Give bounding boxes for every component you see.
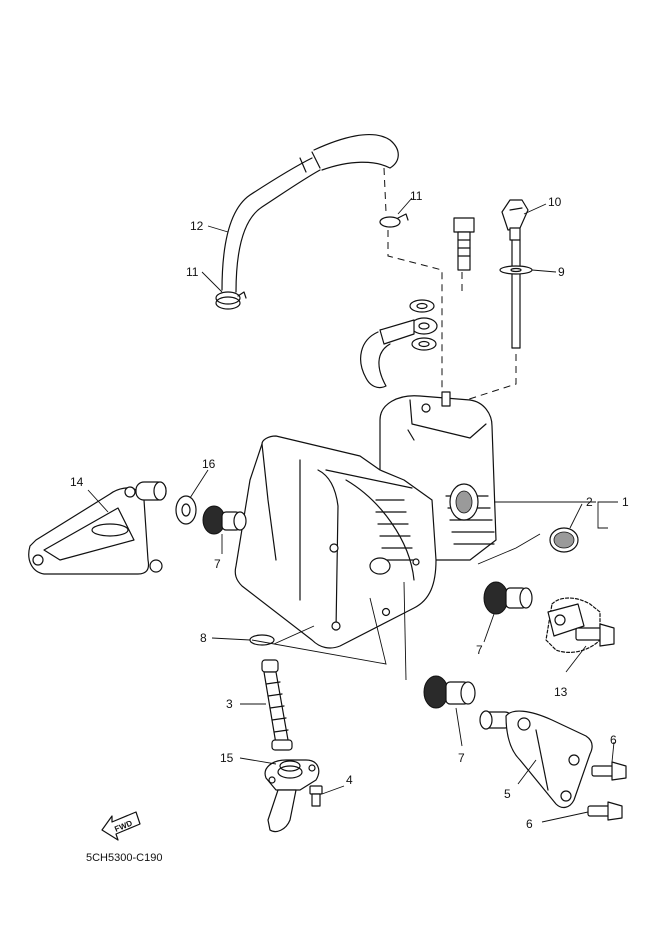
callout-7-right: 7	[476, 643, 483, 657]
rubber-mount-lower	[423, 675, 476, 709]
callout-6-upper: 6	[610, 733, 617, 747]
callout-13: 13	[554, 685, 568, 699]
oil-strainer	[261, 659, 293, 751]
callout-11-lower: 11	[186, 265, 199, 279]
bolt-lower	[587, 801, 623, 821]
callout-6-lower: 6	[526, 817, 533, 831]
fitting-bolt	[309, 785, 323, 807]
forward-arrow-icon: FWD	[101, 811, 141, 841]
callout-1: 1	[622, 495, 629, 509]
callout-4: 4	[346, 773, 353, 787]
callout-7-left: 7	[214, 557, 221, 571]
callout-7-lower: 7	[458, 751, 465, 765]
callouts: 12 11 11 10 9 1 2 14 16 7 7 7 13 8 3 15 …	[70, 189, 629, 831]
washer	[175, 495, 197, 525]
union-bolt	[453, 217, 475, 271]
callout-5: 5	[504, 787, 511, 801]
callout-9: 9	[558, 265, 565, 279]
callout-16: 16	[202, 457, 216, 471]
callout-2: 2	[586, 495, 593, 509]
hose-clamp-top	[379, 213, 409, 228]
callout-10: 10	[548, 195, 562, 209]
callout-11-upper: 11	[410, 189, 423, 203]
rubber-mount-left	[202, 505, 247, 535]
drain-fitting	[264, 759, 320, 833]
assembly-lines	[383, 167, 517, 403]
mounting-bracket-left	[28, 481, 167, 575]
bolt-upper	[591, 761, 627, 781]
diagram-code-label: 5CH5300-C190	[86, 852, 163, 864]
rubber-mount-right	[483, 581, 533, 615]
callout-15: 15	[220, 751, 234, 765]
callout-14: 14	[70, 475, 84, 489]
callout-3: 3	[226, 697, 233, 711]
oil-dipstick	[499, 199, 533, 349]
gear-housing	[234, 391, 497, 649]
callout-12: 12	[190, 219, 204, 233]
bolt-with-collar	[545, 597, 615, 653]
callout-8: 8	[200, 631, 207, 645]
union-fitting	[360, 299, 438, 389]
mounting-bracket-right	[479, 710, 593, 809]
leader-lines	[87, 197, 618, 823]
hose-clamp-bottom	[215, 291, 247, 310]
breather-hose	[221, 134, 399, 293]
filler-cap	[549, 527, 579, 553]
